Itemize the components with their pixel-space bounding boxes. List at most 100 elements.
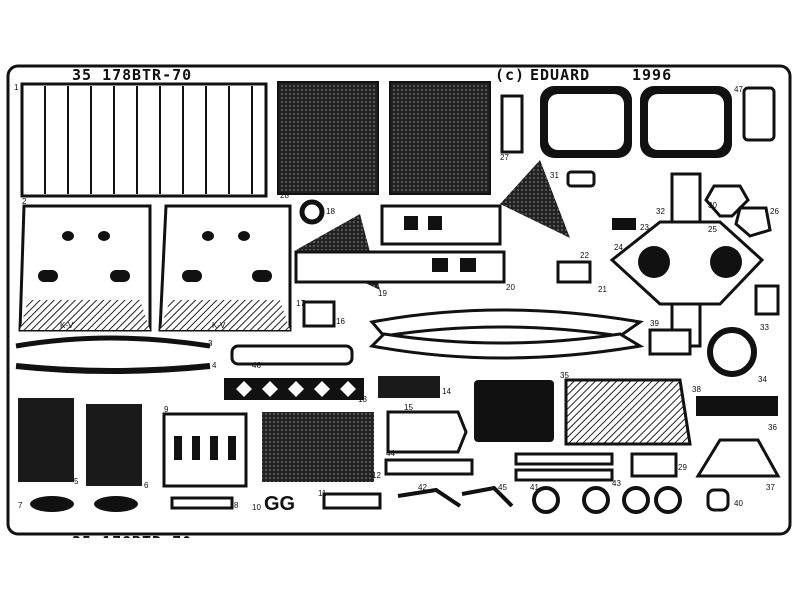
part-41-washer-3 [622, 486, 650, 514]
part-5-dark-plate [18, 398, 74, 482]
part-label-7: 7 [18, 501, 23, 510]
part-label-39: 39 [650, 319, 659, 328]
part-label-9: 9 [164, 405, 169, 414]
part-38-fins [564, 378, 692, 446]
part-label-25: 25 [708, 225, 717, 234]
part-40-d-tab [706, 488, 730, 512]
part-label-13: 13 [358, 395, 367, 404]
part-label-4: 4 [212, 361, 217, 370]
part-label-30: 30 [708, 201, 717, 210]
part-label-35: 35 [560, 371, 569, 380]
fret-year: 1996 [632, 66, 672, 84]
part-label-26: 26 [770, 207, 779, 216]
part-33-tab [754, 284, 780, 316]
part-label-41: 41 [530, 483, 539, 492]
part-label-38: 38 [692, 385, 701, 394]
part-label-10: 10 [252, 503, 261, 512]
part-label-14: 14 [442, 387, 451, 396]
part-28-mesh-grille-right [389, 81, 491, 195]
part-label-1: 1 [14, 83, 19, 92]
part-43-rail-lower [514, 468, 614, 482]
ghost-clip-mask [0, 538, 800, 600]
part-15-t-bracket [386, 410, 468, 454]
part-41-washer-2 [582, 486, 610, 514]
part-14-connector-row [378, 376, 440, 398]
part-45-bent-strip [461, 485, 514, 508]
part-26-clip [734, 206, 772, 238]
part-label-19: 19 [378, 289, 387, 298]
part-40-clip-block [474, 380, 554, 442]
part-label-6: 6 [144, 481, 149, 490]
part-37-trapezoid [695, 438, 781, 478]
part-label-2: 2 [22, 197, 27, 206]
part-24-armored-plate [609, 220, 765, 306]
part-46-handle-bar [230, 344, 354, 366]
part-36-grid [696, 396, 778, 416]
fret-frame [6, 64, 792, 536]
part-label-21: 21 [598, 285, 607, 294]
part-28-mesh-grille-left [277, 81, 379, 195]
part-label-29: 29 [678, 463, 687, 472]
part-30-nozzle [704, 184, 750, 218]
part-8-bar [170, 496, 234, 510]
part-41-washer-1 [532, 486, 560, 514]
part-2-side-plate-right [158, 204, 292, 332]
fret-model: BTR-70 [132, 66, 192, 84]
part-label-27: 27 [500, 153, 509, 162]
part-31-tab [566, 170, 596, 188]
part-11-comb [322, 492, 382, 510]
part-label-45: 45 [498, 483, 507, 492]
part-label-37: 37 [766, 483, 775, 492]
part-label-40: 40 [734, 499, 743, 508]
part-7-oval-right [94, 496, 138, 512]
part-label-31: 31 [550, 171, 559, 180]
part-label-20: 20 [506, 283, 515, 292]
part-label-42: 42 [418, 483, 427, 492]
part-10-hooks: GG [264, 493, 295, 515]
part-43-rail-upper [514, 452, 614, 466]
part-label-16: 16 [336, 317, 345, 326]
brand-name: EDUARD [530, 66, 590, 84]
fret-code: 35 178 [72, 66, 132, 84]
part-label-47: 47 [734, 85, 743, 94]
part-label-15: 15 [404, 403, 413, 412]
part-29-block [630, 452, 678, 478]
part-label-3: 3 [208, 339, 213, 348]
part-22-tab [556, 260, 592, 284]
part-label-5: 5 [74, 477, 79, 486]
part-label-34: 34 [758, 375, 767, 384]
part-label-44: 44 [386, 449, 395, 458]
part-2-side-plate-left [18, 204, 152, 332]
part-34-ring [707, 327, 757, 377]
part-39-tab [648, 328, 692, 356]
part-label-22: 22 [580, 251, 589, 260]
part-7-oval-left [30, 496, 74, 512]
part-27-strip [500, 94, 524, 154]
part-label-12: 12 [372, 471, 381, 480]
part-label-36: 36 [768, 423, 777, 432]
part-label-28: 28 [280, 191, 289, 200]
part-44-rack [384, 458, 474, 476]
part-label-46: 46 [252, 361, 261, 370]
part-42-bent-strip [397, 487, 462, 508]
part-1-ribbed-panel [20, 82, 268, 198]
part-label-24: 24 [614, 243, 623, 252]
part-19-mesh-wedge-upper [500, 160, 570, 238]
part-20-lens-panel-lower [368, 332, 645, 360]
hatch-frame-left-inner [548, 94, 624, 150]
kv-marking-right: K-V [212, 321, 226, 330]
part-label-33: 33 [760, 323, 769, 332]
part-label-18: 18 [326, 207, 335, 216]
part-label-43: 43 [612, 479, 621, 488]
part-47-bracket [742, 86, 776, 142]
part-17-tab [302, 300, 336, 328]
part-4-curved-strip [15, 363, 211, 374]
hatch-frame-right-inner [648, 94, 724, 150]
part-label-17: 17 [296, 299, 305, 308]
part-6-dark-plate [86, 404, 142, 486]
part-41-washer-4 [654, 486, 682, 514]
part-label-11: 11 [318, 489, 327, 498]
part-20-lens-panel-upper [369, 308, 644, 338]
part-12-mesh [262, 412, 374, 482]
